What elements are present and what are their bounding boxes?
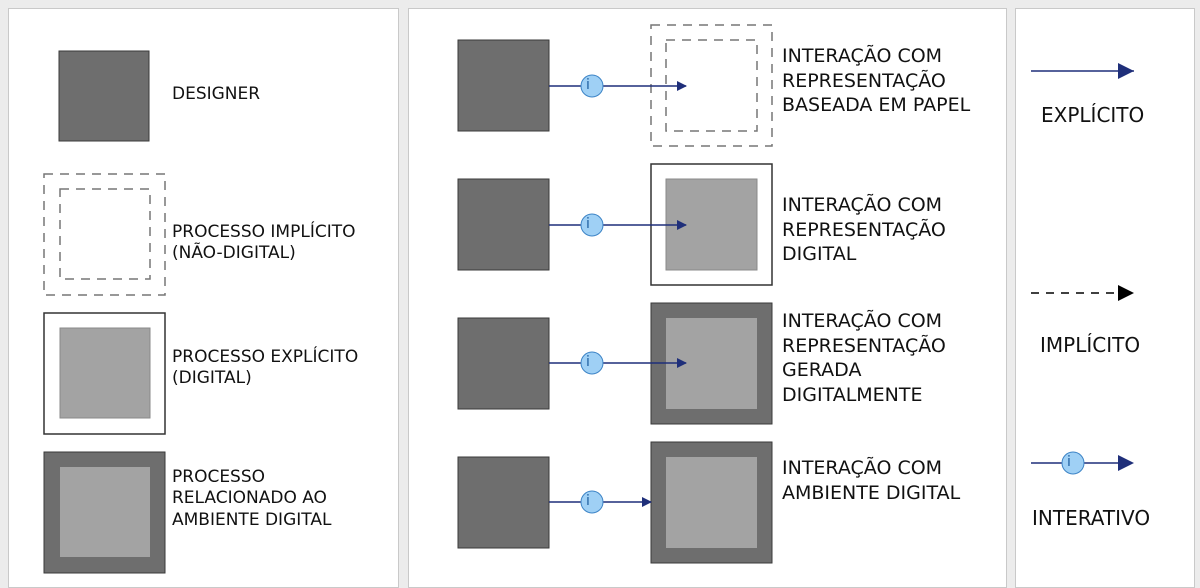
explicit-process-label: PROCESSO EXPLÍCITO (DIGITAL) [172, 347, 358, 390]
row2-label-line2: REPRESENTAÇÃO [782, 218, 946, 241]
environment-process-label-line2: RELACIONADO AO [172, 488, 327, 509]
explicit-process-label-line1: PROCESSO EXPLÍCITO [172, 347, 359, 367]
row2-info-icon [580, 213, 604, 237]
implicit-process-box [43, 173, 166, 296]
interactive-label: INTERATIVO [1032, 506, 1151, 530]
row1-designer-box [457, 39, 550, 132]
row1-info-icon [580, 74, 604, 98]
row2-label: INTERAÇÃO COM REPRESENTAÇÃO DIGITAL [782, 193, 946, 267]
implicit-process-label-line1: PROCESSO IMPLÍCITO [172, 222, 356, 242]
row3-label-line1: INTERAÇÃO COM [782, 310, 943, 332]
explicit-process-box [43, 312, 166, 435]
info-glyph-row2: i [586, 216, 590, 232]
implicit-process-label-line2: (NÃO-DIGITAL) [172, 243, 296, 264]
row4-designer-box [457, 456, 550, 549]
row4-label-line1: INTERAÇÃO COM [782, 457, 943, 479]
designer-label: DESIGNER [172, 84, 261, 104]
environment-process-label-line3: AMBIENTE DIGITAL [172, 509, 332, 530]
row2-designer-box [457, 178, 550, 271]
row2-label-line3: DIGITAL [782, 243, 857, 266]
row3-label-line4: DIGITALMENTE [782, 384, 923, 407]
implicit-label: IMPLÍCITO [1040, 333, 1141, 357]
implicit-process-label: PROCESSO IMPLÍCITO (NÃO-DIGITAL) [172, 222, 356, 265]
info-glyph-row4: i [586, 493, 590, 509]
explicit-label: EXPLÍCITO [1041, 103, 1145, 127]
info-glyph-row1: i [586, 77, 590, 93]
row4-info-icon [580, 490, 604, 514]
row4-label: INTERAÇÃO COM AMBIENTE DIGITAL [782, 456, 960, 505]
implicit-arrowhead [1118, 285, 1134, 301]
row3-info-icon [580, 351, 604, 375]
designer-box [58, 50, 150, 142]
row1-label-line1: INTERAÇÃO COM [782, 45, 943, 67]
info-glyph-legend: i [1067, 454, 1071, 470]
explicit-process-label-line2: (DIGITAL) [172, 368, 252, 389]
row3-label-line3: GERADA [782, 359, 862, 382]
info-glyph-row3: i [586, 354, 590, 370]
environment-process-box [43, 451, 166, 574]
interactive-arrowhead [1118, 455, 1134, 471]
environment-process-label: PROCESSO RELACIONADO AO AMBIENTE DIGITAL [172, 467, 331, 531]
row1-label-line2: REPRESENTAÇÃO [782, 69, 946, 92]
row1-label: INTERAÇÃO COM REPRESENTAÇÃO BASEADA EM P… [782, 44, 970, 118]
interactive-info-icon [1061, 451, 1085, 475]
row3-designer-box [457, 317, 550, 410]
row4-label-line2: AMBIENTE DIGITAL [782, 481, 961, 504]
row4-environment-target [650, 441, 773, 564]
explicit-arrowhead [1118, 63, 1134, 79]
row2-label-line1: INTERAÇÃO COM [782, 194, 943, 216]
row3-label: INTERAÇÃO COM REPRESENTAÇÃO GERADA DIGIT… [782, 309, 946, 408]
row3-label-line2: REPRESENTAÇÃO [782, 334, 946, 357]
environment-process-label-line1: PROCESSO [172, 467, 266, 487]
row1-label-line3: BASEADA EM PAPEL [782, 94, 971, 117]
